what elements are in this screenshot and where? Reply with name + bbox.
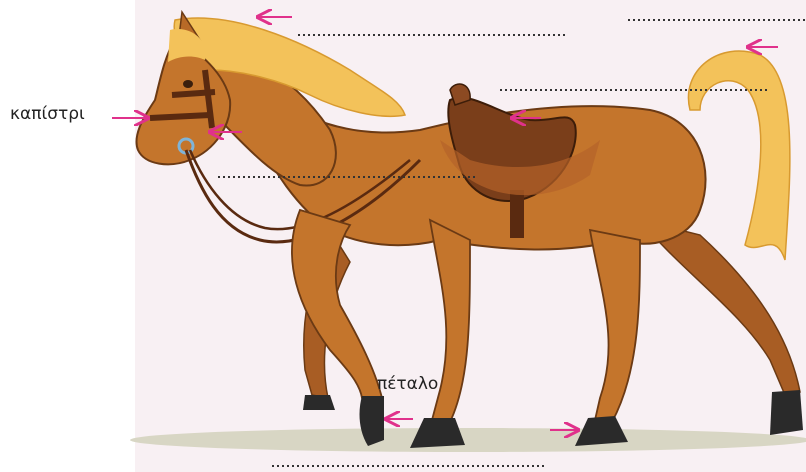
saddle-girth: [510, 190, 524, 238]
label-halter: καπίστρι: [10, 104, 85, 124]
near-middle-hoof: [410, 418, 465, 448]
label-horseshoe: πέταλο: [377, 374, 438, 394]
tail: [688, 51, 789, 260]
far-front-hoof: [303, 395, 335, 410]
near-back-hoof: [575, 416, 628, 446]
horse-eye: [183, 80, 193, 88]
ground-shadow: [130, 428, 806, 452]
far-back-hoof: [770, 390, 803, 435]
